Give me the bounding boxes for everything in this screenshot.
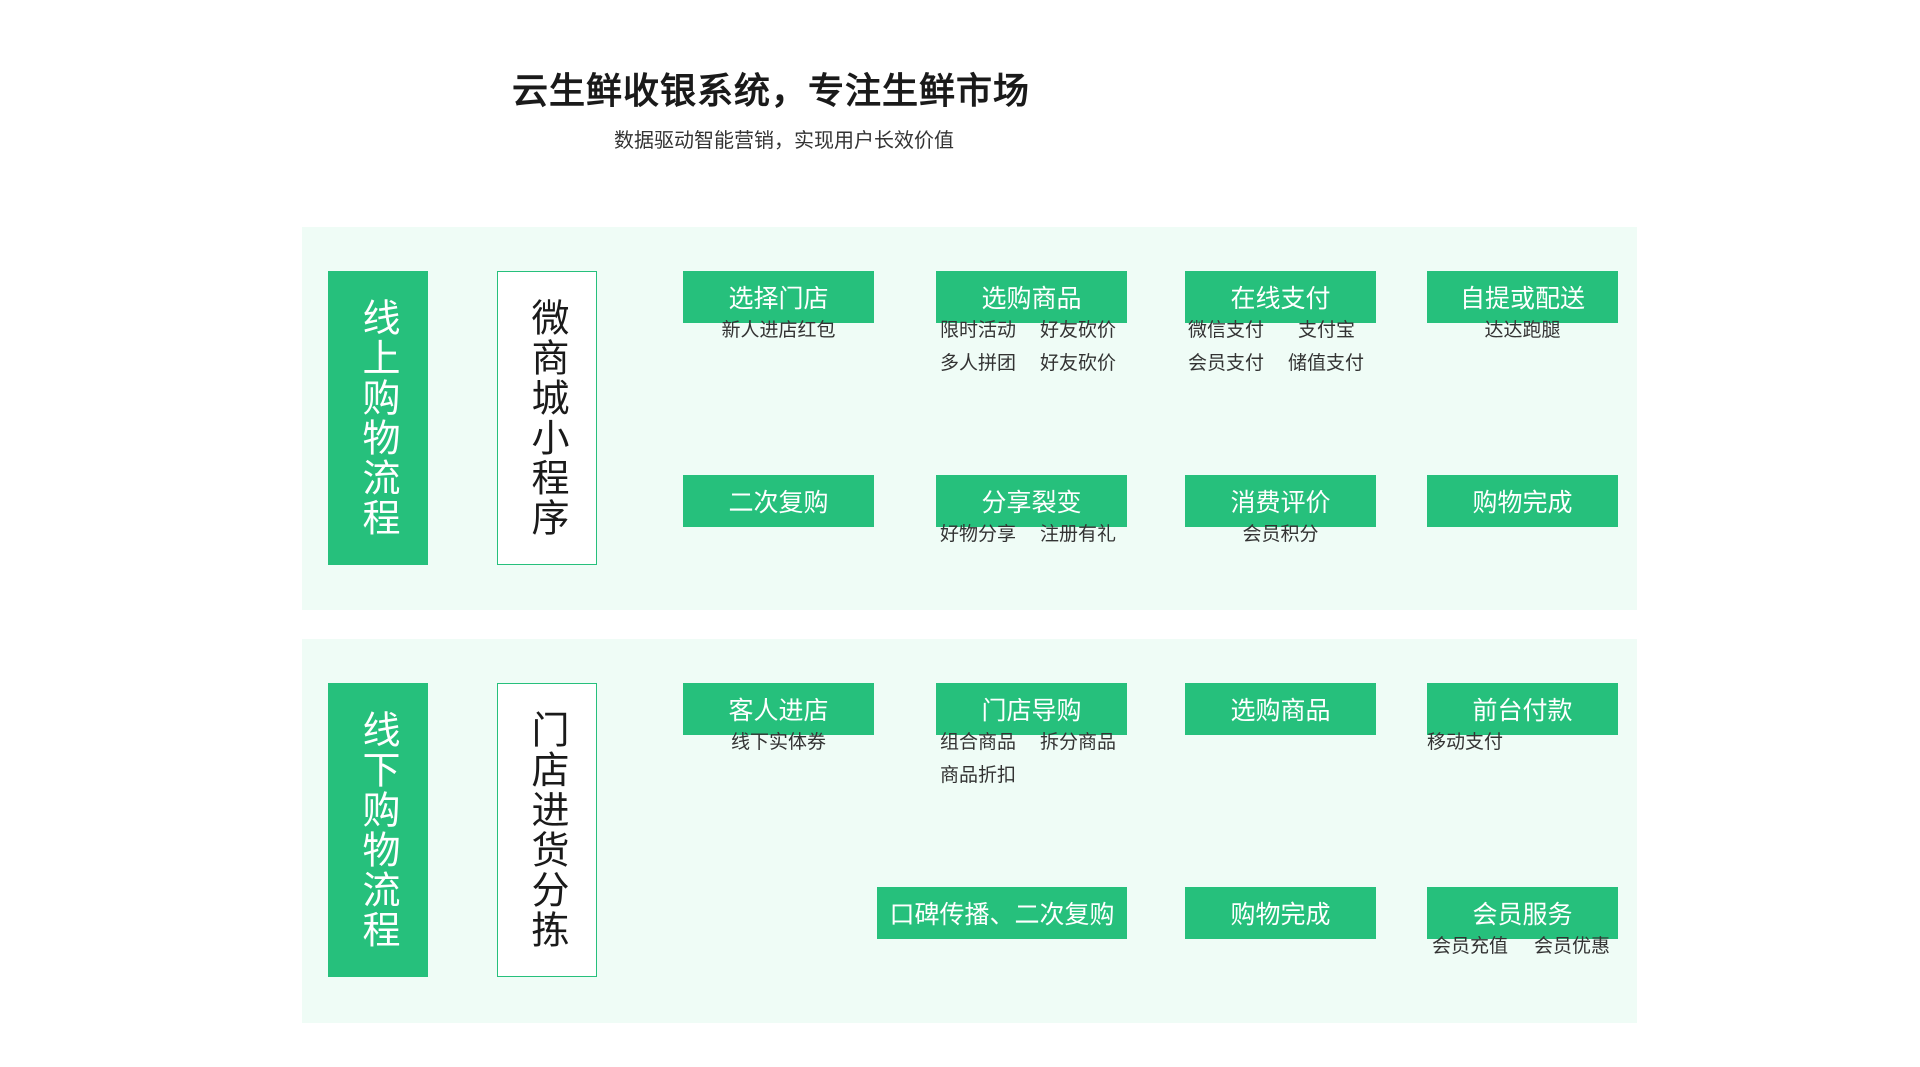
online-step-choose-goods: 选购商品 [936, 271, 1127, 323]
offline-step-shopping-guide: 门店导购 [936, 683, 1127, 735]
offline-step-enter-store: 客人进店 [683, 683, 874, 735]
offline-step-shopping-guide-item: 组合商品 [940, 731, 1017, 753]
online-step-complete: 购物完成 [1427, 475, 1618, 527]
offline-step-complete: 购物完成 [1185, 887, 1376, 939]
offline-flow-panel: 线下购物流程 门店进货分拣 客人进店 线下实体券 门店导购 组合商品 拆分商品 … [302, 639, 1637, 1023]
online-flow-label: 线上购物流程 [328, 271, 428, 565]
online-step-select-store: 选择门店 [683, 271, 874, 323]
offline-step-member-service: 会员服务 [1427, 887, 1618, 939]
offline-channel-label: 门店进货分拣 [497, 683, 597, 977]
online-flow-panel: 线上购物流程 微商城小程序 选择门店 新人进店红包 选购商品 限时活动 好友砍价… [302, 227, 1637, 610]
page-title: 云生鲜收银系统，专注生鲜市场 [511, 71, 1030, 112]
offline-step-shopping-guide-item: 商品折扣 [940, 764, 1017, 786]
offline-step-shopping-guide-item: 拆分商品 [1040, 731, 1117, 753]
offline-step-choose-goods: 选购商品 [1185, 683, 1376, 735]
online-step-online-payment-item: 储值支付 [1288, 352, 1365, 374]
offline-step-front-desk-payment-item: 移动支付 [1427, 731, 1504, 753]
online-step-choose-goods-item: 限时活动 [940, 319, 1017, 341]
online-step-review: 消费评价 [1185, 475, 1376, 527]
online-step-pickup-delivery-item: 达达跑腿 [1484, 319, 1561, 341]
online-step-online-payment-item: 会员支付 [1188, 352, 1265, 374]
offline-step-member-service-item: 会员优惠 [1534, 935, 1611, 957]
online-step-share-item: 好物分享 [940, 523, 1017, 545]
online-step-share: 分享裂变 [936, 475, 1127, 527]
page-subtitle: 数据驱动智能营销，实现用户长效价值 [614, 128, 954, 152]
online-step-choose-goods-item: 好友砍价 [1040, 352, 1117, 374]
online-step-online-payment-item: 支付宝 [1298, 319, 1356, 341]
online-channel-label: 微商城小程序 [497, 271, 597, 565]
online-step-online-payment-item: 微信支付 [1188, 319, 1265, 341]
offline-step-member-service-item: 会员充值 [1432, 935, 1509, 957]
offline-step-front-desk-payment: 前台付款 [1427, 683, 1618, 735]
online-step-online-payment: 在线支付 [1185, 271, 1376, 323]
online-step-choose-goods-item: 好友砍价 [1040, 319, 1117, 341]
offline-flow-label: 线下购物流程 [328, 683, 428, 977]
offline-step-enter-store-item: 线下实体券 [730, 731, 826, 753]
online-step-select-store-item: 新人进店红包 [721, 319, 836, 341]
offline-step-word-of-mouth: 口碑传播、二次复购 [877, 887, 1127, 939]
online-step-review-item: 会员积分 [1242, 523, 1319, 545]
online-step-pickup-delivery: 自提或配送 [1427, 271, 1618, 323]
online-step-choose-goods-item: 多人拼团 [940, 352, 1017, 374]
online-step-repurchase: 二次复购 [683, 475, 874, 527]
online-step-share-item: 注册有礼 [1040, 523, 1117, 545]
